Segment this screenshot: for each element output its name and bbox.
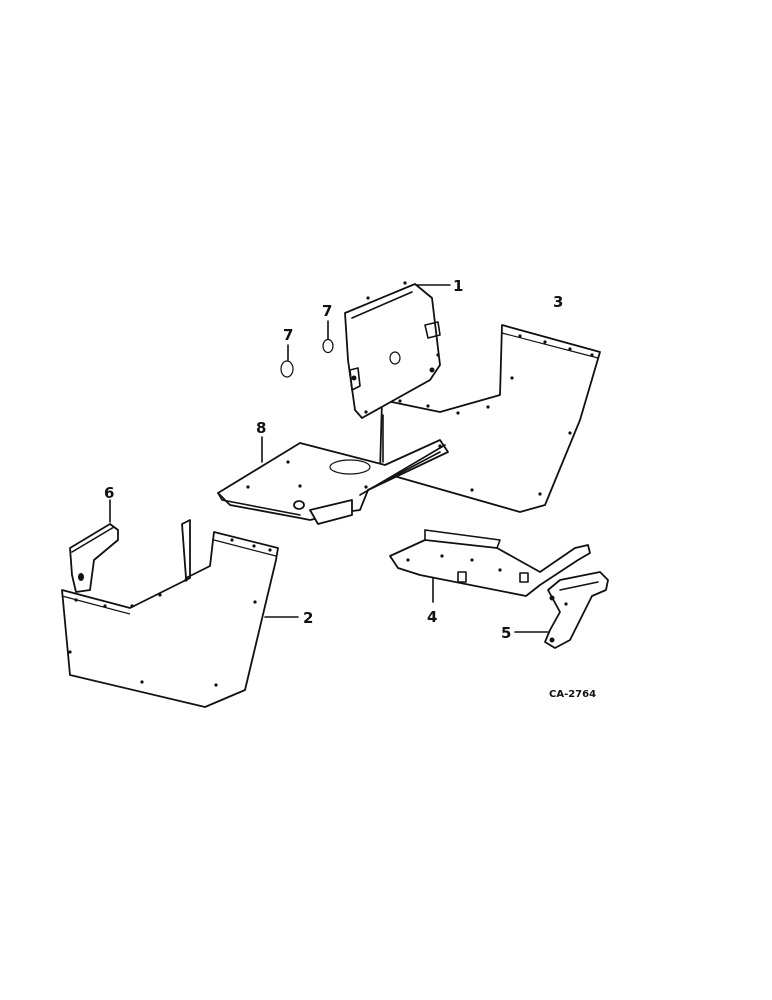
part-4-tray [389, 529, 591, 603]
part-6-bracket [69, 499, 119, 593]
callout-8: 8 [256, 419, 266, 437]
callout-3: 3 [553, 293, 563, 311]
part-8-floor-plate [217, 414, 449, 525]
part-1-upright-plate [344, 281, 451, 419]
part-5-lever [514, 571, 609, 649]
ring-7-right [322, 338, 334, 354]
callout-6: 6 [104, 484, 114, 502]
part-7-rings [280, 320, 334, 378]
callout-7-right: 7 [322, 302, 332, 320]
callout-4: 4 [427, 608, 437, 626]
figure-code: CA-2764 [549, 689, 596, 700]
part-2-front-panel [61, 519, 299, 708]
ring-7-left [280, 360, 294, 378]
callout-7-left: 7 [283, 326, 293, 344]
callout-5: 5 [501, 624, 511, 642]
part-3-rear-panel [379, 324, 601, 513]
callout-2: 2 [303, 609, 313, 627]
callout-1: 1 [453, 277, 463, 295]
